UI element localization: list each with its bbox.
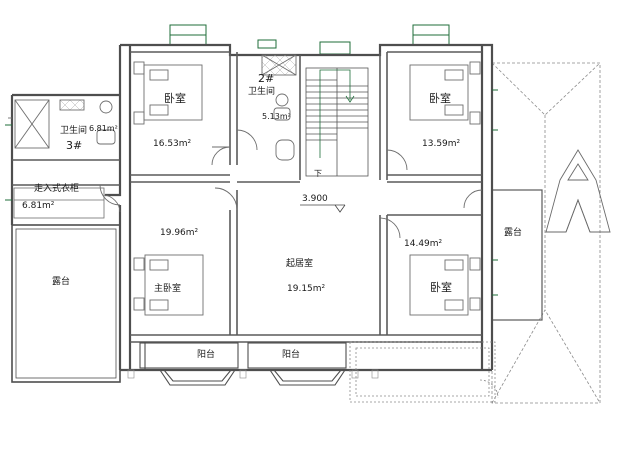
bathroom-2-fixtures xyxy=(236,54,297,161)
bedroom-ne-furniture xyxy=(386,61,481,171)
closet-area: 6.81m² xyxy=(22,201,55,211)
balconies xyxy=(139,342,347,386)
roof-ridge xyxy=(545,149,611,233)
balcony-left-name: 阳台 xyxy=(197,350,216,360)
bedroom-ne-name: 卧室 xyxy=(429,92,451,105)
closet-fixtures xyxy=(13,187,121,219)
master-bedroom-name: 主卧室 xyxy=(154,284,182,294)
terrace-right-name: 露台 xyxy=(504,228,523,238)
interior-walls xyxy=(12,51,482,343)
bedroom-se-area: 14.49m² xyxy=(404,239,443,249)
top-windows xyxy=(169,24,450,55)
bedroom-se-furniture xyxy=(379,189,483,316)
bathroom-2-name: 卫生间 xyxy=(248,87,276,97)
living-room-name: 起居室 xyxy=(286,259,314,269)
bathroom-2-number: 2# xyxy=(258,72,275,85)
bedroom-ne-area: 13.59m² xyxy=(422,139,461,149)
bathroom-2-area: 5.13m² xyxy=(262,112,291,121)
canopy-outline xyxy=(349,341,499,403)
bedroom-nw-furniture xyxy=(133,61,231,166)
elevation-marker xyxy=(300,204,346,213)
bathroom-3-fixtures xyxy=(8,99,116,149)
balcony-railings xyxy=(127,369,379,379)
elevation-label: 3.900 xyxy=(302,194,328,204)
bathroom-3-number: 3# xyxy=(66,139,83,152)
bedroom-nw-name: 卧室 xyxy=(164,92,186,105)
side-windows xyxy=(5,89,498,296)
terrace-left-name: 露台 xyxy=(52,277,71,287)
terrace-right xyxy=(491,189,543,321)
bathroom-3-name: 卫生间 xyxy=(60,126,88,136)
balcony-right-name: 阳台 xyxy=(282,350,301,360)
bedroom-nw-area: 16.53m² xyxy=(153,139,192,149)
stairs xyxy=(305,67,369,177)
bathroom-3-area: 6.81m² xyxy=(89,124,118,133)
stair-down-mark: 下 xyxy=(314,169,322,178)
master-bedroom-furniture xyxy=(99,184,238,316)
bedroom-se-name: 卧室 xyxy=(430,281,452,294)
master-bedroom-area: 19.96m² xyxy=(160,228,199,238)
living-room-area: 19.15m² xyxy=(287,284,326,294)
terrace-left xyxy=(11,224,121,383)
closet-name: 走入式衣柜 xyxy=(34,184,80,194)
